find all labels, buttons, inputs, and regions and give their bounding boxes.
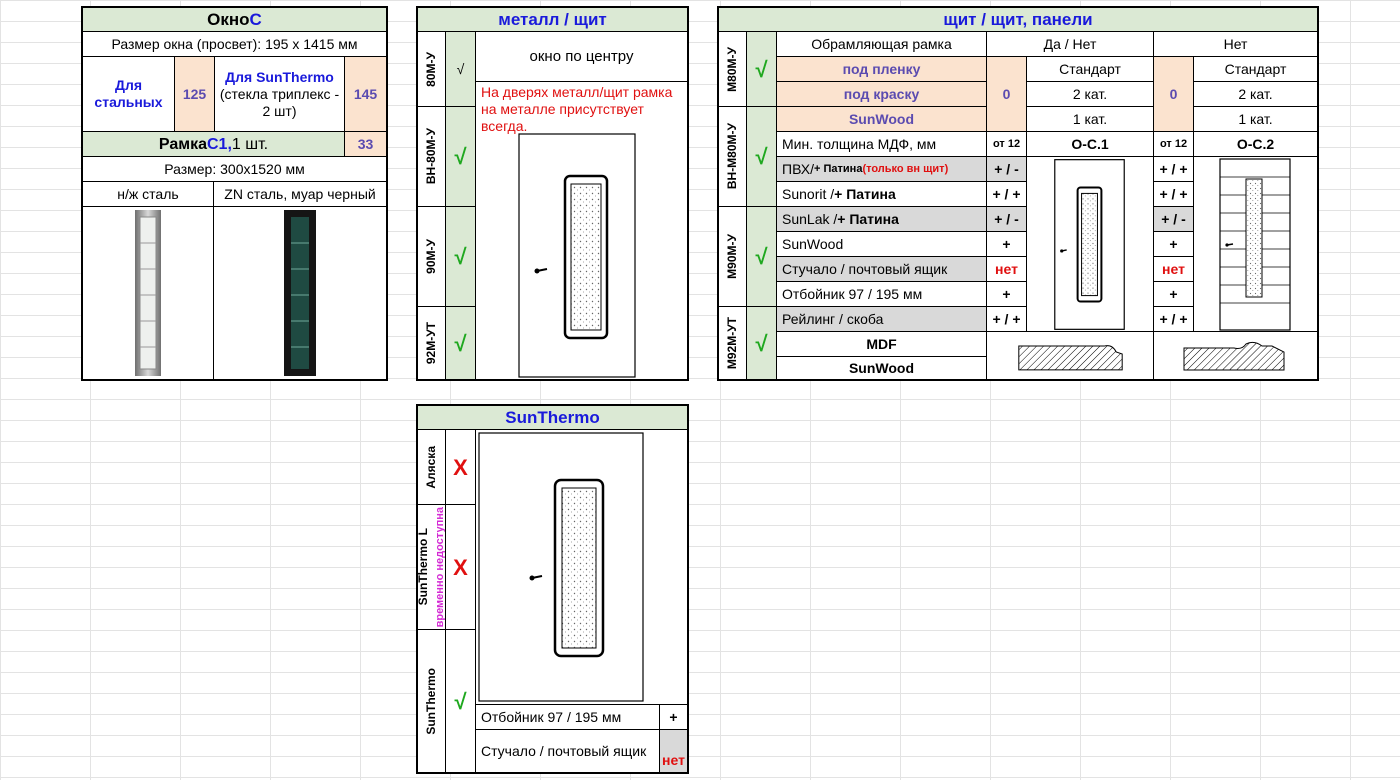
pvc-b: + / + <box>1154 157 1194 182</box>
metal-panel-title: металл / щит <box>418 8 687 32</box>
zn-steel-label: ZN сталь, муар черный <box>214 182 386 207</box>
code-90m-u: 90М-У <box>418 207 446 307</box>
code-alaska: Аляска <box>418 430 446 505</box>
feature-sunorit: Sunorit / + Патина <box>777 182 987 207</box>
sunthermo-label: Для SunThermo (стекла триплекс - 2 шт) <box>215 57 345 132</box>
col-b-header: Нет <box>1154 32 1317 57</box>
col-b-cat-standard: Стандарт <box>1194 57 1317 82</box>
feature-knocker-a: нет <box>987 257 1027 282</box>
feature-bumper-a: + <box>987 282 1027 307</box>
feature-railing-b: + / + <box>1154 307 1194 332</box>
metal-panel-block: металл / щит 80М-У √ ВН-80М-У √ 90М-У √ … <box>416 6 689 381</box>
col-b-cat-1: 1 кат. <box>1194 107 1317 132</box>
model-a: О-С.1 <box>1027 132 1154 157</box>
pvc-a: + / - <box>987 157 1027 182</box>
feature-sunorit-b: + / + <box>1154 182 1194 207</box>
code-m92m-ut: М92М-УТ <box>719 307 747 379</box>
window-c-title: Окно С <box>83 8 386 32</box>
steel-label: Для стальных <box>83 57 175 132</box>
feature-sunwood-b: + <box>1154 232 1194 257</box>
feature-sunlak: SunLak / + Патина <box>777 207 987 232</box>
window-c-block: Окно С Размер окна (просвет): 195 х 1415… <box>81 6 388 381</box>
finish-film: под пленку <box>777 57 987 82</box>
feature-sunorit-a: + / + <box>987 182 1027 207</box>
mark-m92m-ut: √ <box>747 307 777 379</box>
stainless-label: н/ж сталь <box>83 182 214 207</box>
col-a-cat-1: 1 кат. <box>1027 107 1154 132</box>
feature-railing: Рейлинг / скоба <box>777 307 987 332</box>
code-vn-80m-u: ВН-80М-У <box>418 107 446 207</box>
frame-header: Обрамляющая рамка <box>777 32 987 57</box>
door-o-c1-drawing <box>1027 157 1154 332</box>
mark-vn-m80m-u: √ <box>747 107 777 207</box>
frame-size: Размер: 300х1520 мм <box>83 157 386 182</box>
mdf-thickness-a: от 12 <box>987 132 1027 157</box>
finish-paint: под краску <box>777 82 987 107</box>
feature-sunlak-b: + / - <box>1154 207 1194 232</box>
col-b-value: 0 <box>1154 57 1194 132</box>
mark-vn-80m-u: √ <box>446 107 476 207</box>
mdf-row: MDF <box>777 332 987 357</box>
feature-railing-a: + / + <box>987 307 1027 332</box>
frame-value: 33 <box>345 132 386 157</box>
mark-m90m-u: √ <box>747 207 777 307</box>
code-m80m-u: М80М-У <box>719 32 747 107</box>
sunthermo-door-drawing <box>477 430 687 704</box>
mark-alaska: X <box>446 430 476 505</box>
feature-sunlak-a: + / - <box>987 207 1027 232</box>
feature-knocker: Стучало / почтовый ящик <box>777 257 987 282</box>
finish-sunwood: SunWood <box>777 107 987 132</box>
pvc-patina-label: ПВХ/+ Патина (только вн щит) <box>777 157 987 182</box>
profile-o-c1 <box>987 332 1154 379</box>
window-size: Размер окна (просвет): 195 х 1415 мм <box>83 32 386 57</box>
col-a-header: Да / Нет <box>987 32 1154 57</box>
sunthermo-bumper: Отбойник 97 / 195 мм <box>476 704 660 730</box>
window-position: окно по центру <box>476 32 687 82</box>
sunthermo-bumper-value: + <box>660 704 687 730</box>
col-a-cat-standard: Стандарт <box>1027 57 1154 82</box>
stainless-frame-image <box>83 207 214 379</box>
col-a-cat-2: 2 кат. <box>1027 82 1154 107</box>
sunthermo-value: 145 <box>345 57 386 132</box>
code-m90m-u: М90М-У <box>719 207 747 307</box>
col-b-cat-2: 2 кат. <box>1194 82 1317 107</box>
mdf-thickness-label: Мин. толщина МДФ, мм <box>777 132 987 157</box>
door-drawing <box>477 132 687 379</box>
code-vn-m80m-u: ВН-М80М-У <box>719 107 747 207</box>
feature-sunwood-a: + <box>987 232 1027 257</box>
frame-label: Рамка С1, 1 шт. <box>83 132 345 157</box>
sunwood-row: SunWood <box>777 357 987 379</box>
feature-bumper-b: + <box>1154 282 1194 307</box>
sunthermo-knocker-value: нет <box>660 730 687 772</box>
metal-frame-note: На дверях металл/щит рамка на металле пр… <box>481 84 673 134</box>
panel-block: щит / щит, панели М80М-У √ ВН-М80М-У √ М… <box>717 6 1319 381</box>
feature-bumper: Отбойник 97 / 195 мм <box>777 282 987 307</box>
mark-sunthermo: √ <box>446 630 476 772</box>
mark-m80m-u: √ <box>747 32 777 107</box>
feature-knocker-b: нет <box>1154 257 1194 282</box>
sunthermo-knocker: Стучало / почтовый ящик <box>476 730 660 772</box>
code-80m-u: 80М-У <box>418 32 446 107</box>
door-o-c2-drawing <box>1194 157 1317 332</box>
code-sunthermo: SunThermo <box>418 630 446 772</box>
feature-sunwood: SunWood <box>777 232 987 257</box>
panel-title: щит / щит, панели <box>719 8 1317 32</box>
col-a-value: 0 <box>987 57 1027 132</box>
zn-frame-image <box>214 207 386 379</box>
model-b: О-С.2 <box>1194 132 1317 157</box>
steel-value: 125 <box>175 57 215 132</box>
mark-80m-u: √ <box>446 32 476 107</box>
code-92m-ut: 92М-УТ <box>418 307 446 379</box>
profile-o-c2 <box>1154 332 1317 379</box>
mark-90m-u: √ <box>446 207 476 307</box>
mark-92m-ut: √ <box>446 307 476 379</box>
sunthermo-title: SunThermo <box>418 406 687 430</box>
mdf-thickness-b: от 12 <box>1154 132 1194 157</box>
mark-sunthermo-l: X <box>446 505 476 630</box>
